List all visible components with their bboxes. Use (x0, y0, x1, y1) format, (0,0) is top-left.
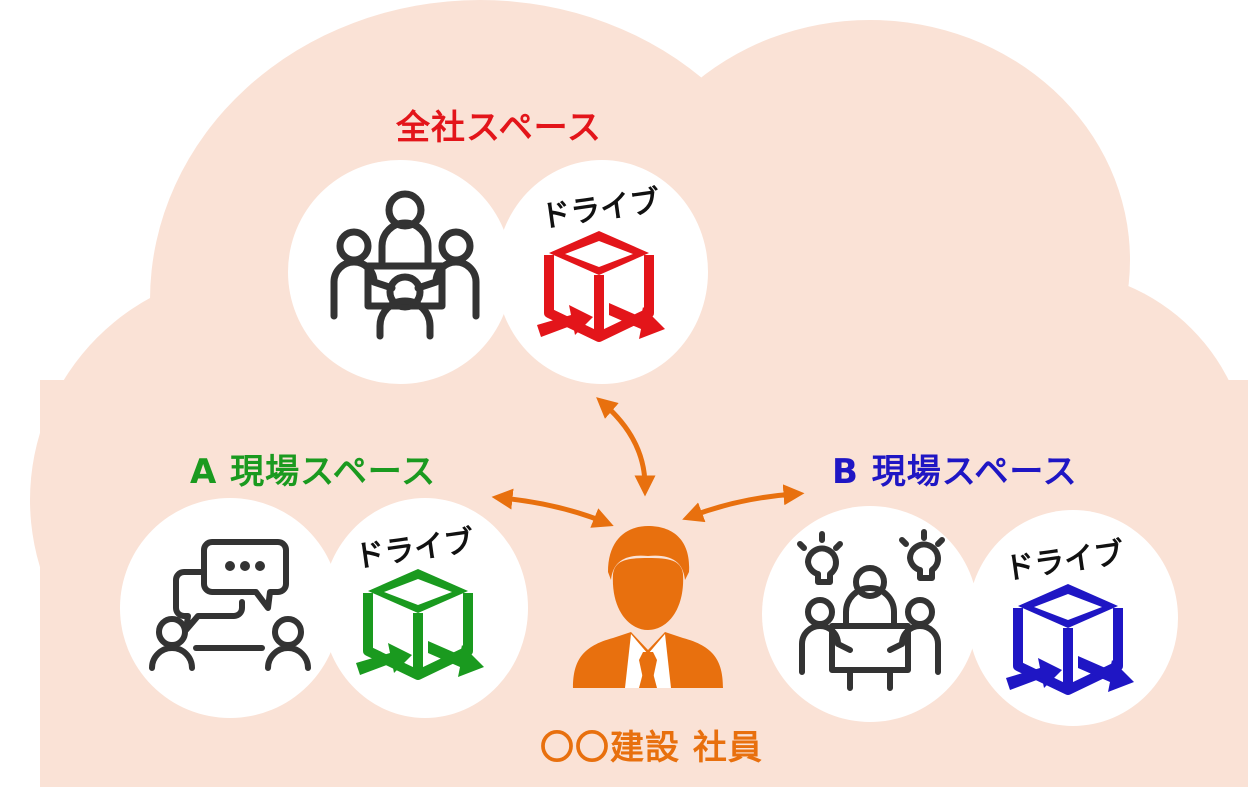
employee-icon (573, 526, 723, 688)
idea-meeting-icon (797, 529, 945, 691)
chat-people-icon (149, 539, 311, 671)
site-b-space-label: B 現場スペース (832, 452, 1078, 492)
site-a-chat-circle (120, 498, 340, 718)
site-b-drive-box-icon (1006, 584, 1134, 695)
site-a-space-label: A 現場スペース (190, 452, 437, 492)
company-drive-box-icon (537, 231, 665, 342)
arrow-to-site-a (491, 488, 614, 528)
company-space-label: 全社スペース (396, 108, 602, 148)
arrow-to-company (596, 397, 656, 497)
meeting-group-icon (330, 190, 480, 340)
employee-label: 〇〇建設 社員 (540, 728, 763, 768)
arrow-to-site-b (682, 484, 805, 523)
site-a-drive-box-icon (356, 569, 484, 680)
